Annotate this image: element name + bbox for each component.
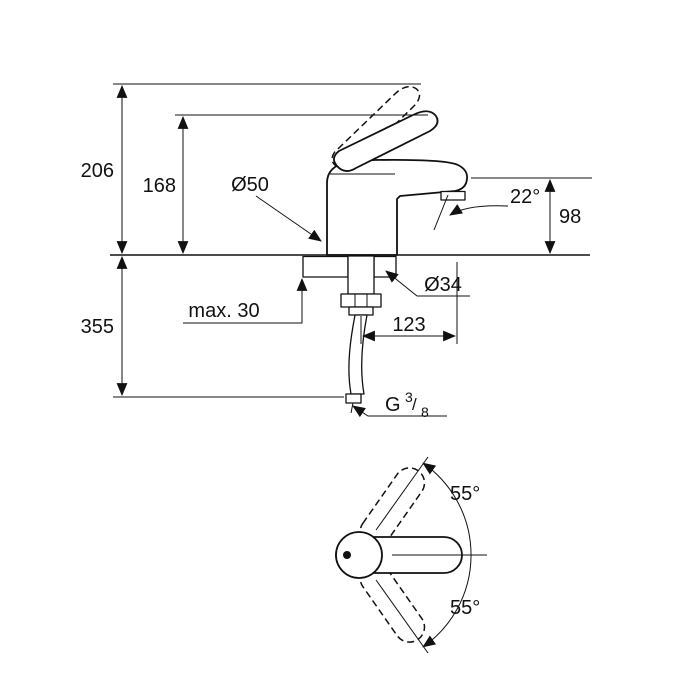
threaded-shank [347, 255, 375, 295]
countertop-hatch-left [302, 255, 349, 278]
aerator [440, 190, 466, 201]
thread-denominator: 8 [421, 404, 429, 420]
leader-thread [352, 405, 447, 418]
thread-g: G [385, 394, 401, 416]
mounting-nut [340, 293, 382, 308]
leader-hole-diameter [385, 270, 418, 297]
front-view: 206 168 Ø50 22° 98 355 max. 30 Ø34 123 G… [81, 83, 592, 420]
spray-angle-label: 22° [510, 186, 540, 208]
swivel-angle-down-label: 55° [450, 597, 480, 619]
counter-thickness-label: max. 30 [188, 300, 259, 322]
handle-height-label: 168 [143, 175, 176, 197]
below-counter-label: 355 [81, 316, 114, 338]
body-diameter-label: Ø50 [231, 174, 269, 196]
countertop-hatch-right [373, 255, 397, 278]
spout-reach-label: 123 [392, 314, 425, 336]
leader-body-diameter [255, 195, 322, 242]
leader-counter-thickness [183, 277, 308, 324]
thread-numerator: 3 [405, 389, 413, 405]
overall-height-label: 206 [81, 160, 114, 182]
swivel-arc [422, 462, 472, 648]
swivel-angle-up-label: 55° [450, 483, 480, 505]
thread-size-label: G 3 / 8 [385, 389, 429, 420]
lever-handle [333, 110, 439, 172]
swivel-radius-up [375, 456, 429, 531]
body-cap-top-view [335, 531, 383, 579]
hose-collar [348, 306, 374, 316]
supply-hose [348, 314, 368, 395]
lever-pin-dot [343, 551, 351, 559]
swivel-radius-down [375, 579, 429, 654]
spout-height-label: 98 [559, 206, 581, 228]
leader-spray-angle [449, 204, 509, 216]
thread-slash: / [412, 395, 417, 414]
hose-fitting [345, 393, 362, 404]
top-view: 55° 55° [335, 456, 487, 654]
hose-tail [350, 402, 354, 414]
spray-angle-line [433, 194, 449, 231]
hole-diameter-label: Ø34 [424, 274, 462, 296]
